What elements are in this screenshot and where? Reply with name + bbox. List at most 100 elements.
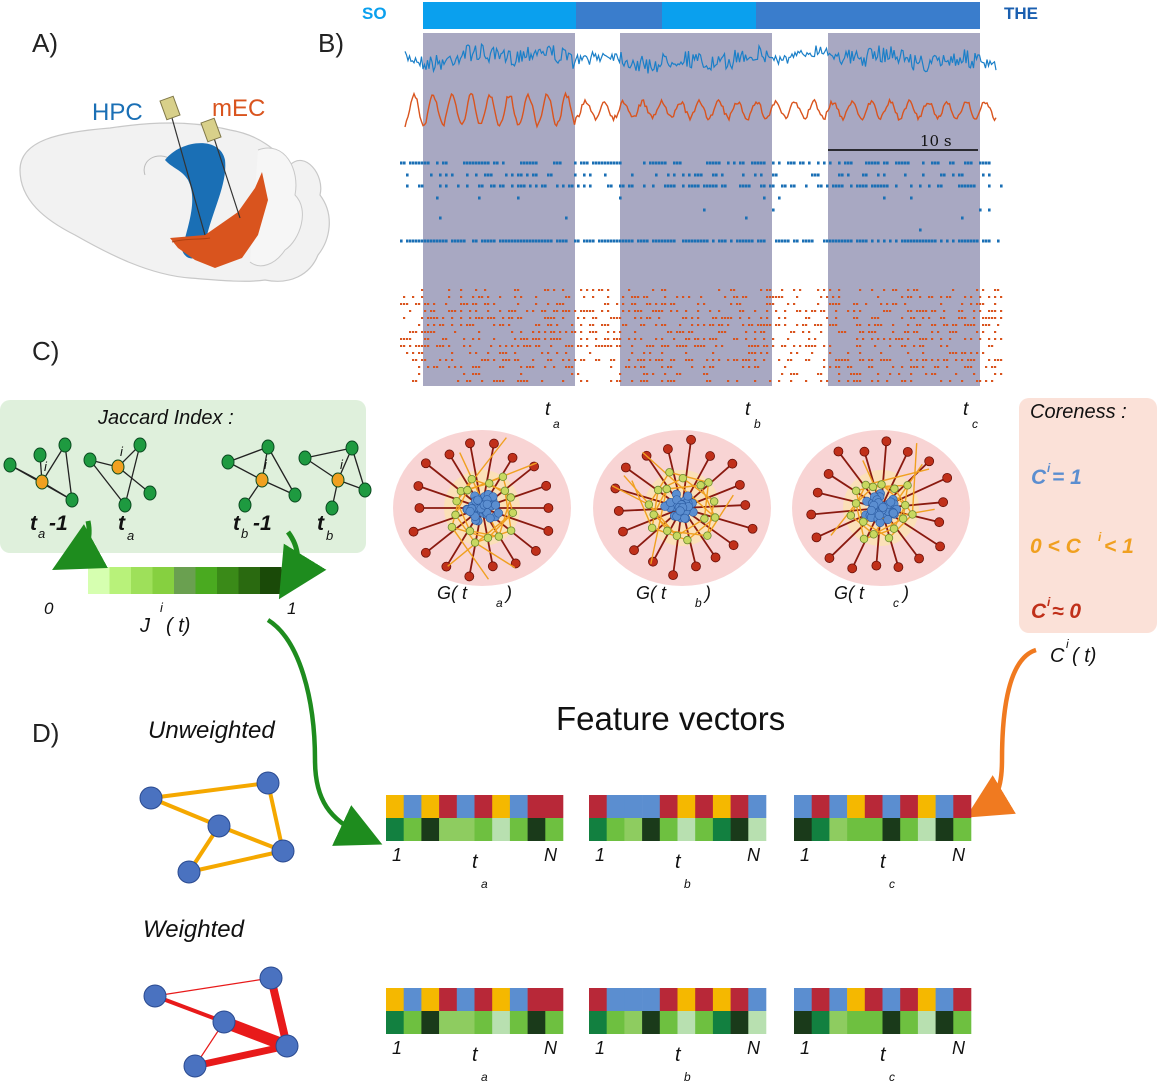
- spike: [922, 239, 925, 243]
- timepoint-tc-sub: c: [972, 417, 978, 431]
- peripheral-node: [530, 546, 541, 556]
- mid-edge: [451, 526, 490, 580]
- spike: [463, 161, 466, 165]
- spike: [487, 296, 490, 298]
- spike: [838, 289, 841, 291]
- spike: [613, 338, 616, 340]
- colorbar-cell: [260, 567, 282, 594]
- vector-cell-jaccard: [882, 1011, 901, 1034]
- vector-cell-coreness: [864, 795, 883, 818]
- spike: [559, 338, 562, 340]
- peripheral-node: [686, 434, 696, 445]
- spike: [469, 352, 472, 354]
- weighted-graph: [143, 966, 299, 1078]
- spike: [475, 303, 478, 305]
- spike: [418, 324, 421, 326]
- spike: [991, 366, 994, 368]
- spike: [703, 324, 706, 326]
- spike: [895, 161, 898, 165]
- peripheral-node: [847, 563, 858, 574]
- vector-cell-jaccard: [900, 1011, 919, 1034]
- vector-cell-jaccard: [474, 1011, 493, 1034]
- panel-label-b: B): [318, 28, 344, 58]
- spike: [640, 317, 643, 319]
- spike: [502, 352, 505, 354]
- vector-cell-jaccard: [527, 1011, 546, 1034]
- spike: [856, 373, 859, 375]
- node-i: [331, 472, 345, 488]
- jaccard-label-4-sub: b: [326, 528, 333, 543]
- spike: [664, 239, 667, 243]
- spike: [727, 317, 730, 319]
- spike: [661, 359, 664, 361]
- spike: [604, 338, 607, 340]
- vector-cell-jaccard: [953, 818, 972, 841]
- spike: [793, 303, 796, 305]
- spike: [922, 338, 925, 340]
- spike: [907, 239, 910, 243]
- spike: [961, 303, 964, 305]
- peripheral-node: [465, 438, 475, 449]
- spike: [487, 239, 490, 243]
- mid-node: [506, 493, 515, 502]
- spike: [535, 239, 538, 243]
- spike: [646, 239, 649, 243]
- mid-node: [696, 481, 705, 490]
- spike: [808, 239, 811, 243]
- spike: [574, 310, 577, 312]
- spike: [754, 173, 757, 177]
- spike: [520, 380, 523, 382]
- spike: [475, 352, 478, 354]
- spike: [640, 359, 643, 361]
- spike: [868, 359, 871, 361]
- spike: [487, 352, 490, 354]
- spike: [700, 345, 703, 347]
- mid-edge: [498, 497, 512, 537]
- graph-node: [207, 814, 231, 838]
- spike: [979, 208, 982, 212]
- mid-edge: [469, 530, 499, 538]
- spike: [421, 345, 424, 347]
- spike: [427, 303, 430, 305]
- spike: [817, 173, 820, 177]
- spike: [811, 345, 814, 347]
- spike: [952, 324, 955, 326]
- spike: [514, 338, 517, 340]
- vector-cell-jaccard: [917, 1011, 936, 1034]
- spike: [859, 359, 862, 361]
- spike: [880, 324, 883, 326]
- mid-edge: [474, 529, 512, 544]
- spike: [604, 239, 607, 243]
- spike: [793, 161, 796, 165]
- spike: [586, 345, 589, 347]
- spike: [556, 184, 559, 188]
- spike: [823, 345, 826, 347]
- spike: [565, 216, 568, 220]
- vector-cell-coreness: [421, 988, 440, 1011]
- spike: [643, 359, 646, 361]
- spike: [913, 289, 916, 291]
- spike: [598, 239, 601, 243]
- spike: [631, 345, 634, 347]
- spike: [781, 289, 784, 291]
- spike: [781, 239, 784, 243]
- spike: [754, 338, 757, 340]
- vector-cell-coreness: [695, 795, 714, 818]
- lfp-trace-hpc: [404, 42, 997, 74]
- spike: [859, 324, 862, 326]
- spike: [481, 161, 484, 165]
- spike: [802, 239, 805, 243]
- spike: [571, 184, 574, 188]
- spike: [970, 352, 973, 354]
- vector-time-label: t: [675, 851, 682, 873]
- spike: [502, 184, 505, 188]
- spike: [814, 324, 817, 326]
- spike: [739, 310, 742, 312]
- vector-cell-coreness: [712, 795, 731, 818]
- mid-node: [903, 481, 912, 490]
- vector-cell-coreness: [794, 988, 812, 1011]
- mid-edge: [706, 494, 734, 537]
- spike: [475, 317, 478, 319]
- spike: [829, 289, 832, 291]
- spike: [946, 296, 949, 298]
